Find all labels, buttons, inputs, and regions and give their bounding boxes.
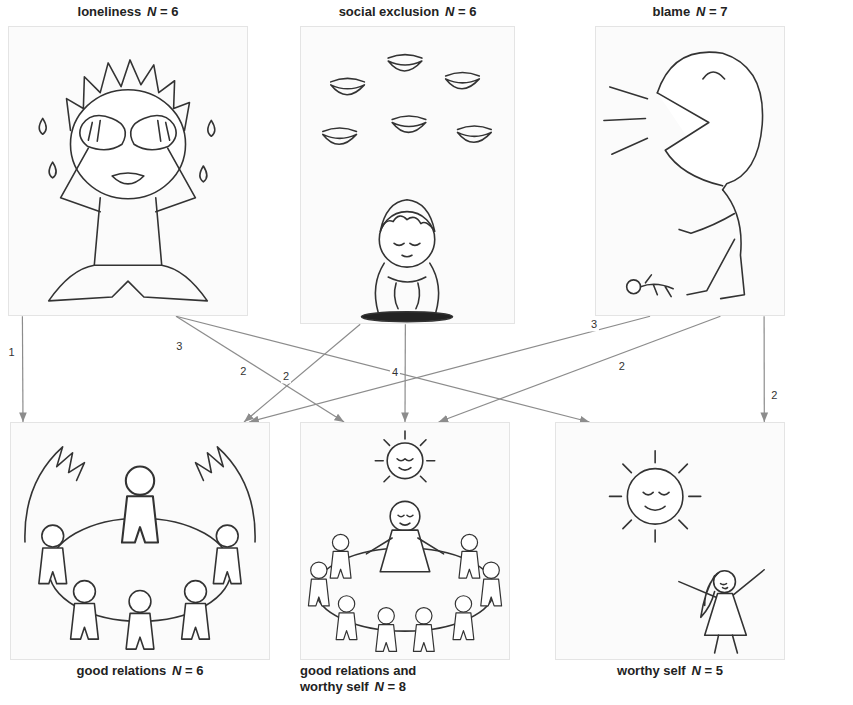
panel-caption: good relations N = 6	[10, 660, 270, 679]
transition-count: 2	[281, 371, 291, 384]
transition-arrow	[176, 316, 344, 422]
transition-arrow	[244, 324, 360, 422]
transition-count: 4	[390, 367, 400, 380]
transition-count: 1	[7, 347, 17, 360]
picture-panel: good relations N = 6	[10, 422, 270, 679]
transition-count: 2	[238, 365, 248, 378]
happy-girl-drawing	[556, 423, 784, 659]
category-name: social exclusion	[339, 4, 439, 19]
category-name: blame	[653, 4, 691, 19]
transition-arrow	[22, 316, 24, 422]
sample-size: N = 6	[147, 4, 178, 20]
sample-size: N = 5	[692, 663, 723, 679]
transition-arrow	[404, 324, 406, 422]
sample-size: N = 8	[374, 679, 405, 695]
child-in-ring-drawing	[301, 423, 509, 659]
transition-count: 2	[769, 389, 779, 402]
picture-frame	[8, 26, 248, 316]
transition-arrow	[439, 316, 721, 422]
panel-caption: blame N = 7	[595, 4, 785, 26]
picture-panel: loneliness N = 6	[8, 4, 248, 316]
picture-frame	[300, 26, 515, 324]
sample-size: N = 6	[172, 663, 203, 679]
transition-arrow	[176, 316, 590, 422]
picture-frame	[300, 422, 510, 660]
picture-panel: blame N = 7	[595, 4, 785, 316]
picture-frame	[10, 422, 270, 660]
sample-size: N = 6	[445, 4, 476, 20]
picture-frame	[595, 26, 785, 316]
category-name: worthy self	[617, 663, 686, 678]
transition-count: 3	[589, 318, 599, 331]
panel-caption: loneliness N = 6	[8, 4, 248, 26]
picture-panel: social exclusion N = 6	[300, 4, 515, 324]
transition-count: 2	[617, 361, 627, 374]
panel-caption: worthy self N = 5	[555, 660, 785, 679]
panel-caption: good relations and worthy selfN = 8	[300, 660, 450, 696]
picture-frame	[555, 422, 785, 660]
picture-panel: worthy self N = 5	[555, 422, 785, 679]
transition-arrow	[249, 316, 650, 422]
blaming-figure-drawing	[596, 27, 784, 315]
sample-size: N = 7	[696, 4, 727, 20]
category-name: loneliness	[78, 4, 142, 19]
circle-of-friends-drawing	[11, 423, 269, 659]
transition-count: 3	[174, 340, 184, 353]
category-name: good relations	[77, 663, 167, 678]
transition-arrow	[763, 316, 764, 422]
panel-caption: social exclusion N = 6	[300, 4, 515, 26]
crying-child-drawing	[9, 27, 247, 315]
picture-panel: good relations and worthy selfN = 8	[300, 422, 510, 696]
excluded-child-drawing	[301, 27, 514, 323]
